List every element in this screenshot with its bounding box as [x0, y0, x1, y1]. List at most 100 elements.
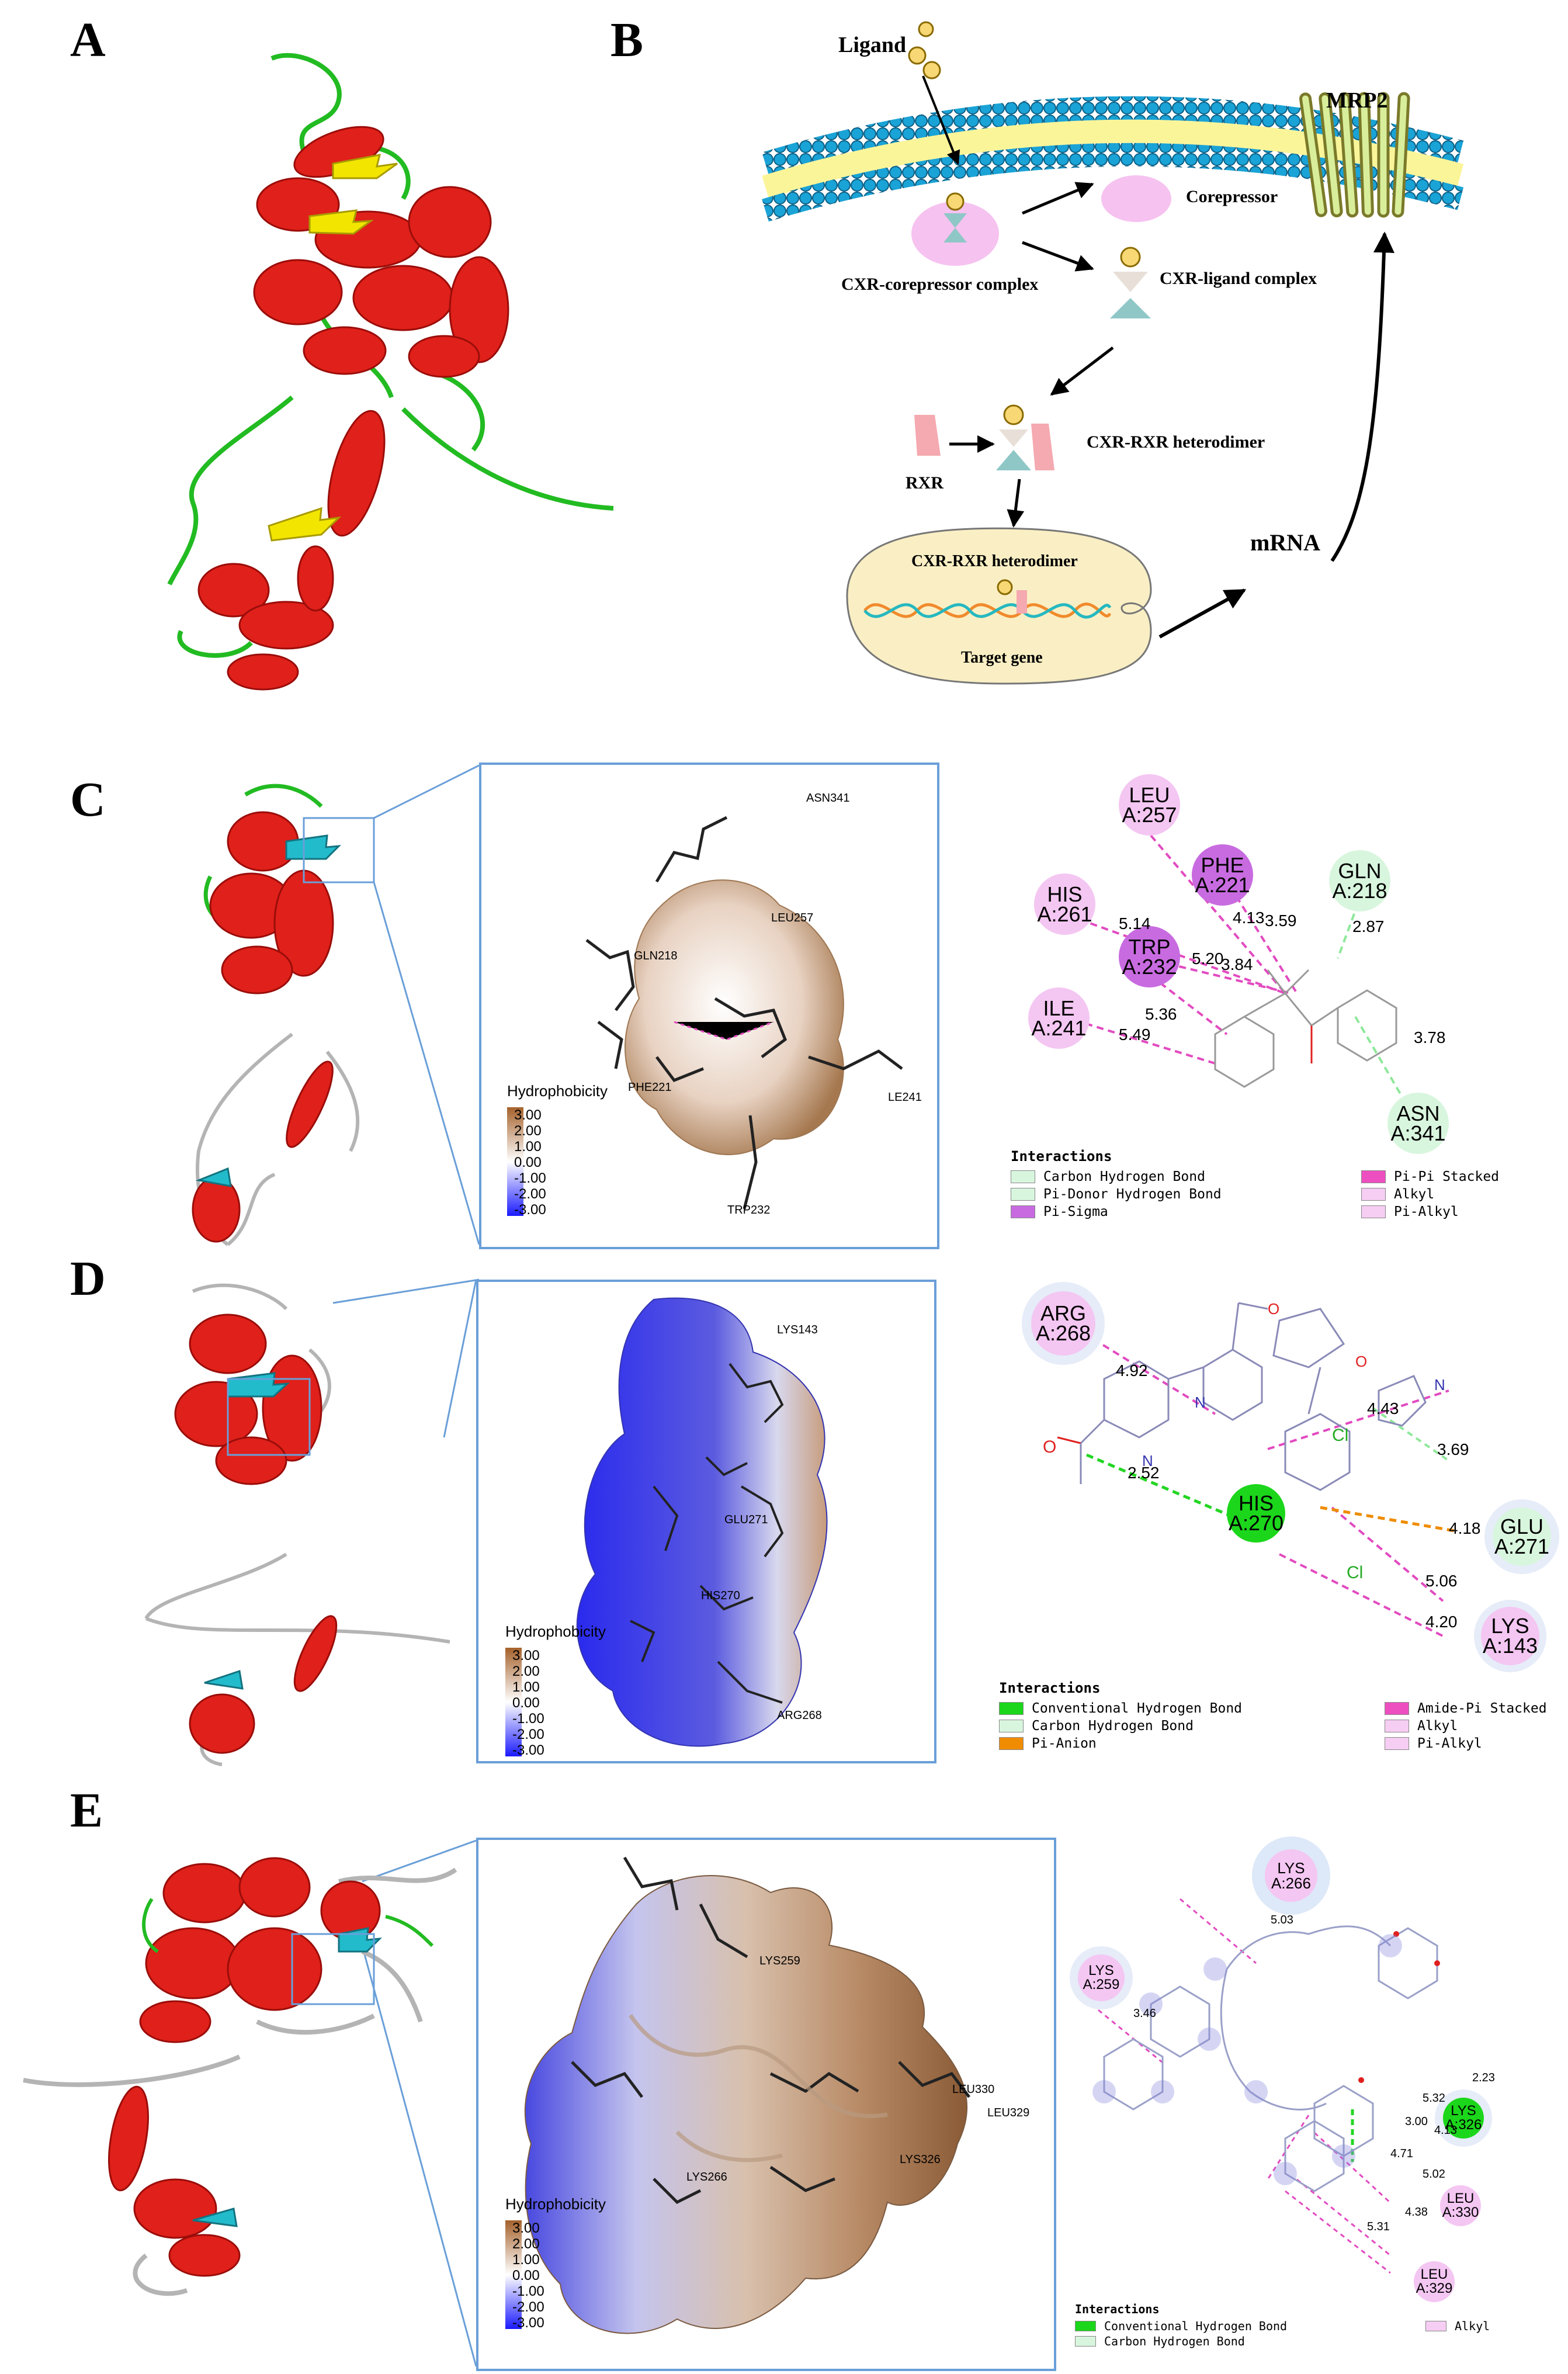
- panel-label-c: C: [70, 772, 106, 827]
- distance-e-8: 4.38: [1405, 2206, 1428, 2219]
- pocket-label-d-4: ARG268: [777, 1709, 822, 1722]
- atom-d-3: O: [1268, 1300, 1280, 1318]
- distance-c-7: 2.87: [1352, 917, 1385, 935]
- distance-c-8: 3.78: [1414, 1028, 1446, 1046]
- protein-structure-d: [144, 1283, 450, 1766]
- distance-d-6: 4.20: [1425, 1613, 1458, 1631]
- mrp2-label: MRP2: [1326, 88, 1388, 113]
- pocket-zoom-c: [479, 763, 939, 1249]
- distance-c-4: 3.84: [1221, 955, 1253, 973]
- atom-d-7: N: [1434, 1376, 1445, 1394]
- ligand-label: Ligand: [838, 33, 907, 57]
- atom-d-2: N: [1195, 1394, 1206, 1411]
- atom-d-1: N: [1142, 1452, 1153, 1470]
- pocket-label-d-2: GLU271: [724, 1513, 768, 1526]
- panel-label-d: D: [70, 1252, 106, 1306]
- hydrophobicity-scale-c: [507, 1107, 523, 1216]
- hydrophobicity-title-c: Hydrophobicity: [507, 1082, 608, 1100]
- distance-c-3: 5.20: [1192, 949, 1224, 968]
- distance-d-0: 4.92: [1116, 1361, 1148, 1380]
- pocket-zoom-e: [476, 1838, 1056, 2371]
- atom-d-0: O: [1043, 1437, 1057, 1457]
- interactions-legend-e: Interactions Conventional Hydrogen Bond …: [1075, 2302, 1490, 2348]
- distance-e-2: 2.23: [1472, 2071, 1495, 2084]
- atom-d-4: O: [1355, 1353, 1368, 1370]
- distance-e-5: 4.13: [1434, 2124, 1457, 2137]
- protein-structure-c: [192, 784, 375, 1246]
- distance-e-9: 5.31: [1367, 2220, 1390, 2233]
- distance-e-7: 5.02: [1423, 2168, 1445, 2181]
- protein-structure-e: [23, 1857, 457, 2296]
- atom-d-5: Cl: [1332, 1426, 1349, 1445]
- distance-d-5: 5.06: [1425, 1572, 1458, 1590]
- pocket-label-e-1: LYS259: [759, 1954, 800, 1967]
- pocket-label-c-2: LEU257: [771, 912, 814, 924]
- pocket-label-c-5: LE241: [888, 1091, 922, 1104]
- target-gene-label: Target gene: [961, 649, 1043, 667]
- pocket-label-d-3: HIS270: [701, 1589, 740, 1602]
- cxr-pathway-diagram: [762, 21, 1464, 685]
- pocket-label-c-6: TRP232: [727, 1204, 771, 1217]
- hydrophobicity-scale-e: [505, 2220, 522, 2329]
- pocket-label-d-1: LYS143: [777, 1323, 818, 1336]
- hydrophobic-surface-c: [585, 816, 903, 1209]
- pocket-label-e-5: LYS326: [900, 2153, 941, 2166]
- distance-c-6: 5.49: [1119, 1025, 1151, 1044]
- pocket-label-c-4: PHE221: [628, 1081, 672, 1094]
- protein-structure-a: [167, 53, 614, 691]
- distance-e-4: 3.00: [1405, 2115, 1428, 2128]
- panel-label-b: B: [610, 13, 644, 67]
- panel-label-e: E: [70, 1783, 103, 1838]
- cxr-ligand-label: CXR-ligand complex: [1160, 269, 1317, 288]
- distance-e-1: 3.46: [1133, 2007, 1156, 2020]
- interactions-legend-c: Interactions Carbon Hydrogen Bond Pi-Don…: [1011, 1148, 1500, 1219]
- panel-label-a: A: [70, 13, 106, 67]
- distance-d-4: 4.18: [1449, 1519, 1481, 1537]
- distance-c-5: 5.36: [1145, 1005, 1177, 1023]
- distance-c-0: 4.13: [1233, 909, 1265, 927]
- pocket-label-e-4: LYS266: [686, 2171, 727, 2184]
- pocket-label-e-2: LEU330: [952, 2083, 995, 2096]
- interactions-legend-d: Interactions Conventional Hydrogen Bond …: [999, 1680, 1547, 1751]
- pocket-label-e-3: LEU329: [987, 2106, 1030, 2119]
- nucleus-dimer-label: CXR-RXR heterodimer: [911, 552, 1078, 570]
- cxr-rxr-label: CXR-RXR heterodimer: [1087, 432, 1265, 452]
- mrp2-transporter: [1299, 92, 1410, 218]
- distance-e-0: 5.03: [1271, 1914, 1293, 1926]
- distance-c-1: 3.59: [1265, 912, 1297, 930]
- hydrophobicity-title-d: Hydrophobicity: [505, 1623, 606, 1640]
- hydrophobicity-scale-d: [505, 1648, 522, 1756]
- atom-d-6: Cl: [1347, 1563, 1364, 1582]
- hydrophobic-surface-d: [576, 1297, 828, 1747]
- hydrophobicity-title-e: Hydrophobicity: [505, 2195, 606, 2213]
- pocket-label-c-3: GLN218: [634, 949, 678, 962]
- hydrophobic-surface-e: [524, 1856, 970, 2334]
- distance-c-2: 5.14: [1119, 914, 1151, 933]
- distance-e-3: 5.32: [1423, 2092, 1445, 2105]
- distance-d-2: 4.43: [1367, 1399, 1399, 1418]
- pocket-zoom-d: [476, 1280, 936, 1763]
- cxr-corepressor-label: CXR-corepressor complex: [841, 275, 1039, 294]
- mrna-label: mRNA: [1250, 529, 1320, 556]
- interaction-diagram-c: [1057, 834, 1418, 1123]
- distance-d-1: 2.52: [1128, 1464, 1160, 1482]
- distance-d-3: 3.69: [1437, 1440, 1469, 1458]
